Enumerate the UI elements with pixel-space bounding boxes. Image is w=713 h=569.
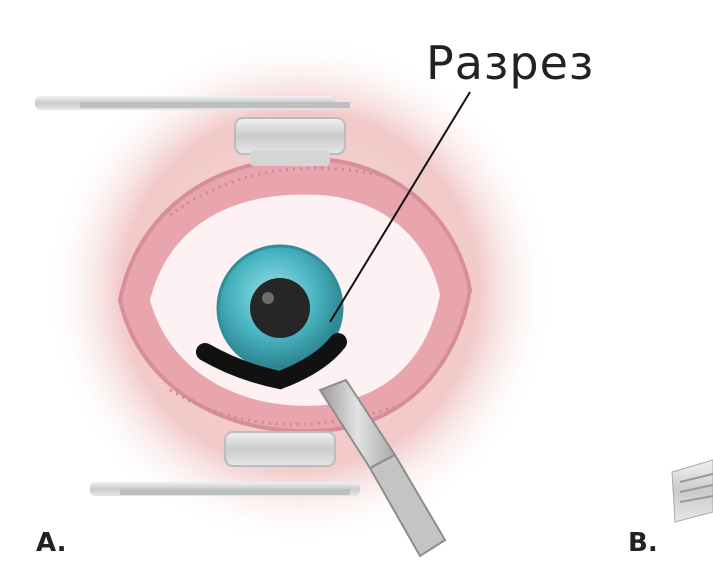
pupil-highlight [262,292,274,304]
incision-label: Разрез [426,36,594,90]
pupil [250,278,310,338]
panel-label-b: B. [628,528,658,558]
panel-label-a: A. [36,528,66,558]
speculum-fragment-b [672,460,713,522]
